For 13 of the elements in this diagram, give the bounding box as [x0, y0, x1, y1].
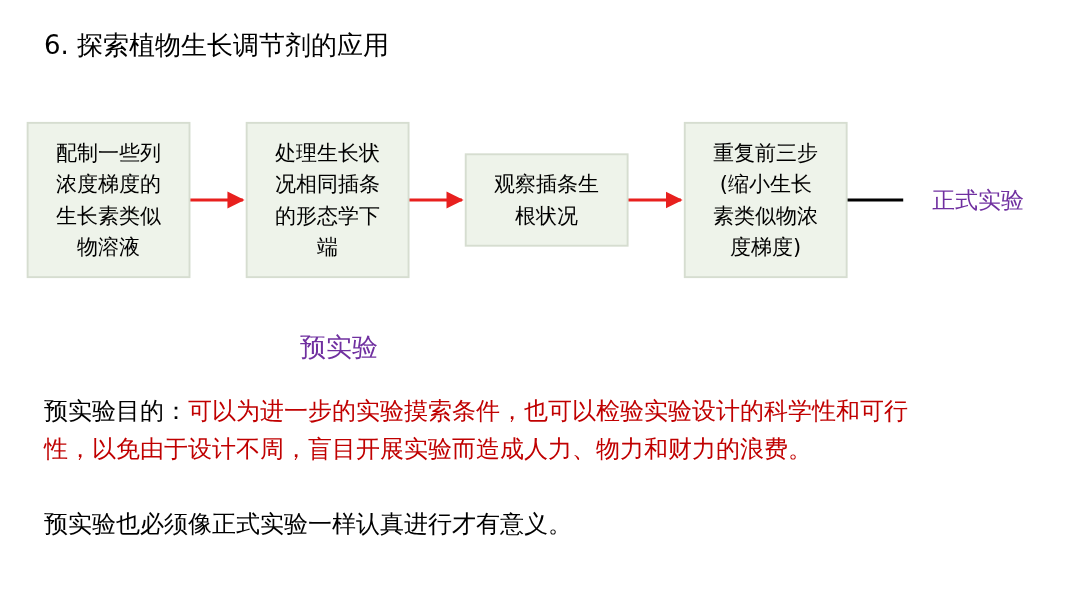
- arrow: [189, 191, 245, 209]
- group-label: 预实验: [300, 331, 378, 364]
- title: 6. 探索植物生长调节剂的应用: [44, 29, 390, 62]
- arrow: [627, 191, 683, 209]
- connector: [846, 198, 904, 202]
- node-box: 重复前三步(缩小生长素类似物浓度梯度): [683, 121, 848, 279]
- arrow: [408, 191, 464, 209]
- paragraph: 预实验目的：可以为进一步的实验摸索条件，也可以检验实验设计的科学性和可行性，以免由于设计不周，盲目开展实验而造成人力、物力和财力的浪费。: [44, 396, 909, 465]
- node-box: 处理生长状况相同插条的形态学下端: [245, 121, 410, 279]
- note: 预实验也必须像正式实验一样认真进行才有意义。: [44, 509, 572, 540]
- node-text: 正式实验: [932, 186, 1024, 214]
- node-box: 观察插条生根状况: [464, 153, 629, 247]
- node-box: 配制一些列浓度梯度的生长素类似物溶液: [26, 121, 191, 279]
